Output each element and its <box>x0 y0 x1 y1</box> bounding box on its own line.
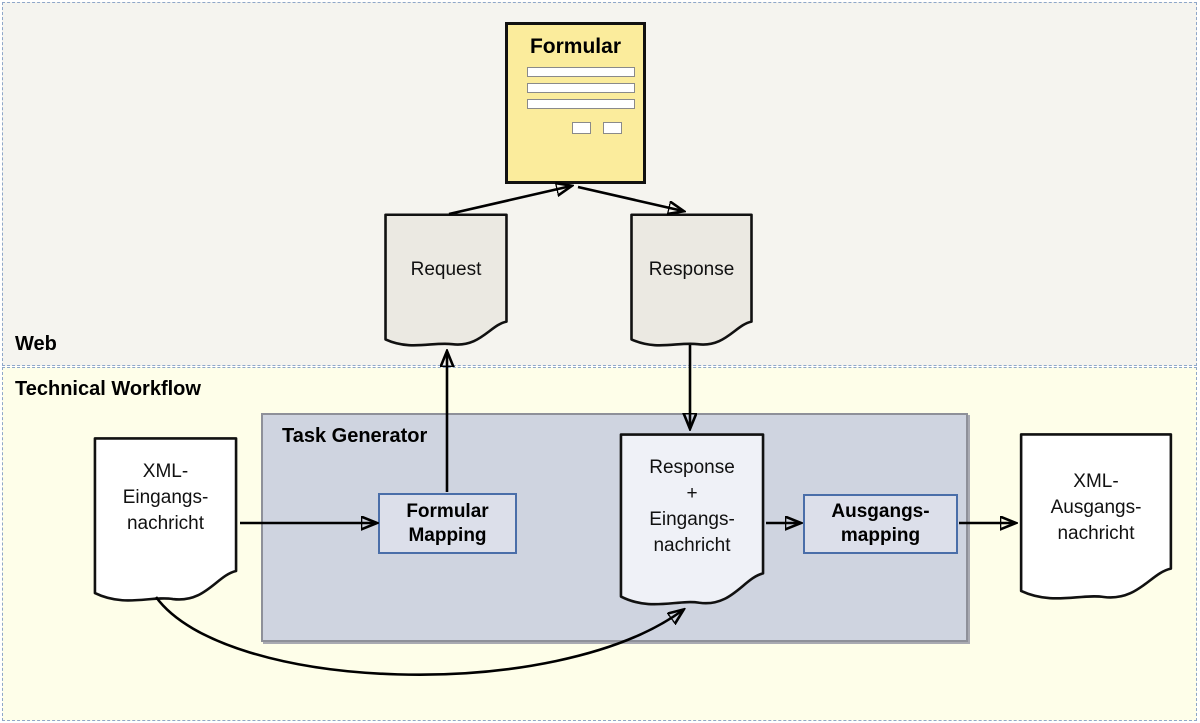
ausgangs-mapping-label-line: Ausgangs- <box>831 501 930 522</box>
formular-mapping-label-line: Mapping <box>408 524 487 546</box>
formular-checkbox-1 <box>572 122 591 134</box>
ausgangs-mapping-label-line: mapping <box>840 525 921 546</box>
doc-xml-eingangsnachricht-label: XML- Eingangs- nachricht <box>92 435 239 605</box>
label-line: + <box>686 483 698 504</box>
doc-xml-ausgangsnachricht-label: XML- Ausgangs- nachricht <box>1018 431 1174 603</box>
label-line: nachricht <box>126 513 205 534</box>
doc-response-plus-eingangsnachricht: Response + Eingangs- nachricht <box>618 431 766 609</box>
section-technical-workflow-label: Technical Workflow <box>15 378 201 400</box>
label-line: XML- <box>1073 471 1119 492</box>
document-shape-icon <box>629 212 754 349</box>
formular-node: Formular <box>505 22 646 184</box>
section-web-label: Web <box>15 333 57 355</box>
formular-mapping-label-line: Formular <box>406 500 489 522</box>
doc-response: Response <box>629 212 754 349</box>
formular-title: Formular <box>529 35 621 58</box>
formular-mapping-box: Formular Mapping <box>378 493 517 554</box>
document-shape-icon <box>383 212 509 349</box>
label-line: nachricht <box>1057 523 1135 544</box>
label-line: Ausgangs- <box>1050 497 1142 518</box>
doc-response-label: Response <box>648 259 735 280</box>
doc-xml-eingangsnachricht: XML- Eingangs- nachricht <box>92 435 239 605</box>
ausgangs-mapping-box: Ausgangs- mapping <box>803 494 958 554</box>
doc-response-plus-eingangsnachricht-label: Response + Eingangs- nachricht <box>618 431 766 609</box>
label-line: Eingangs- <box>122 487 209 508</box>
formular-input-field-2 <box>527 83 635 93</box>
doc-xml-ausgangsnachricht: XML- Ausgangs- nachricht <box>1018 431 1174 603</box>
formular-checkbox-2 <box>603 122 622 134</box>
formular-input-field-3 <box>527 99 635 109</box>
task-generator-label: Task Generator <box>282 425 428 447</box>
doc-request: Request <box>383 212 509 349</box>
label-line: Response <box>649 457 735 478</box>
document-shape-icon <box>1018 431 1174 603</box>
doc-request-label: Request <box>410 259 482 280</box>
label-line: Eingangs- <box>649 509 735 530</box>
formular-input-field-1 <box>527 67 635 77</box>
label-line: nachricht <box>653 535 731 556</box>
label-line: XML- <box>142 461 189 482</box>
